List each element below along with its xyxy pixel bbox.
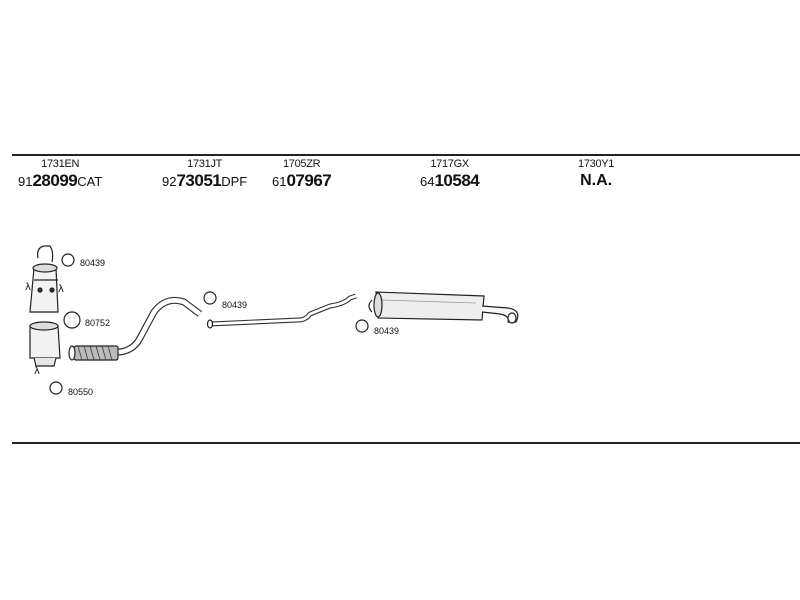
front-pipe: [68, 296, 203, 361]
part-number: 6107967: [272, 171, 332, 190]
part-rear-silencer: 1717GX 6410584: [420, 158, 480, 193]
clamp-icon: [63, 311, 81, 329]
diesel-particulate-filter: [29, 321, 61, 367]
middle-pipe: [206, 293, 357, 329]
clamp-icon: [203, 291, 217, 305]
part-cat: 1731EN 9128099CAT: [18, 158, 102, 193]
part-tail: 1730Y1 N.A.: [578, 158, 614, 192]
part-code: 1717GX: [430, 158, 469, 170]
clamp-icon: [355, 319, 369, 333]
top-rule: [12, 154, 800, 156]
part-code: 1705ZR: [282, 158, 321, 170]
clamp-label: 80439: [222, 300, 247, 310]
clamp-icon: [61, 253, 75, 267]
part-number: 9128099CAT: [18, 171, 103, 190]
clamp-icon: [49, 381, 63, 395]
part-code: 1731EN: [41, 158, 80, 170]
clamp-label: 80752: [85, 318, 110, 328]
part-dpf: 1731JT 9273051DPF: [162, 158, 247, 193]
lambda-sensor-symbol: λ: [34, 366, 40, 377]
part-number: 9273051DPF: [162, 171, 248, 190]
part-number: 6410584: [420, 171, 480, 190]
rear-silencer: [368, 291, 519, 324]
part-number-na: N.A.: [580, 172, 613, 189]
lambda-sensor-symbol: λ: [58, 284, 64, 295]
clamp-label: 80439: [80, 258, 105, 268]
catalytic-converter: [29, 245, 59, 313]
part-code: 1730Y1: [578, 158, 615, 170]
clamp-label: 80439: [374, 326, 399, 336]
clamp-label: 80550: [68, 387, 93, 397]
part-mid-pipe: 1705ZR 6107967: [272, 158, 332, 193]
bottom-rule: [12, 442, 800, 444]
lambda-sensor-symbol: λ: [25, 282, 31, 293]
part-code: 1731JT: [187, 158, 223, 170]
